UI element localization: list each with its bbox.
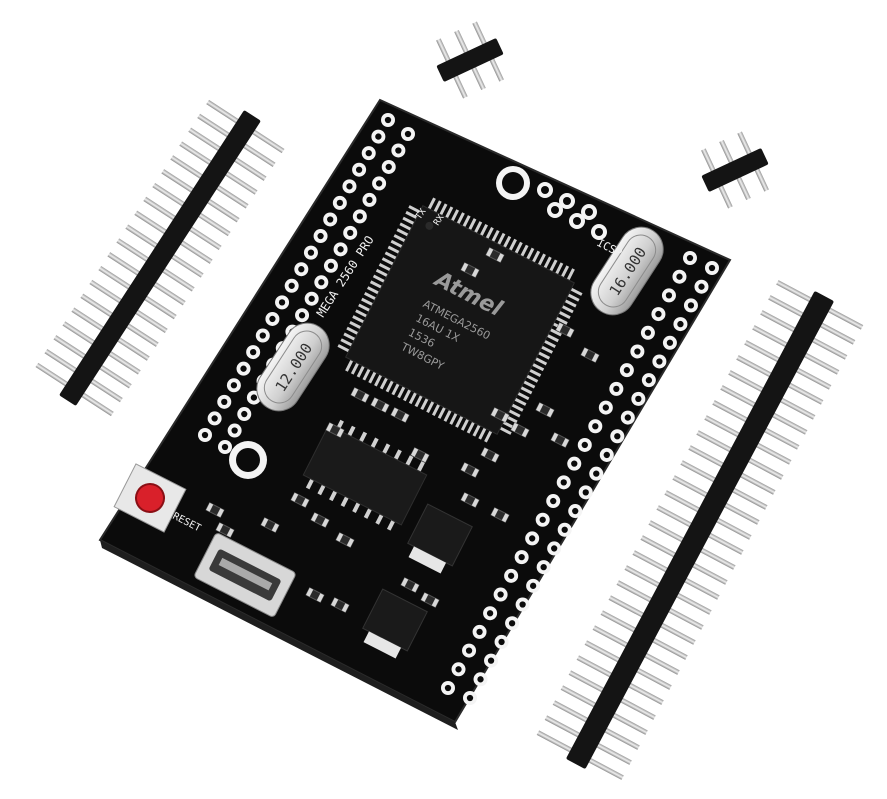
voltage-regulator-2 bbox=[362, 588, 428, 659]
usb-uart-chip bbox=[302, 419, 428, 531]
right-pin-header bbox=[536, 280, 864, 780]
mounting-holes bbox=[229, 166, 530, 479]
voltage-regulator bbox=[407, 503, 473, 574]
small-pin-header-right bbox=[701, 131, 769, 209]
crystal-small: 12.000 bbox=[256, 322, 330, 412]
icsp-pads bbox=[537, 182, 607, 240]
right-header-plastic bbox=[566, 291, 834, 769]
reset-button[interactable] bbox=[113, 463, 187, 533]
smd-components bbox=[205, 247, 600, 613]
mcu-chip: Atmel ATMEGA2560 16AU 1X 1536 TW8GPY bbox=[337, 197, 583, 443]
small-pin-header-top bbox=[436, 21, 504, 99]
left-header-plastic bbox=[59, 110, 261, 406]
header-pads bbox=[198, 113, 719, 705]
micro-usb-port[interactable] bbox=[194, 532, 297, 617]
left-pin-header bbox=[35, 99, 285, 417]
